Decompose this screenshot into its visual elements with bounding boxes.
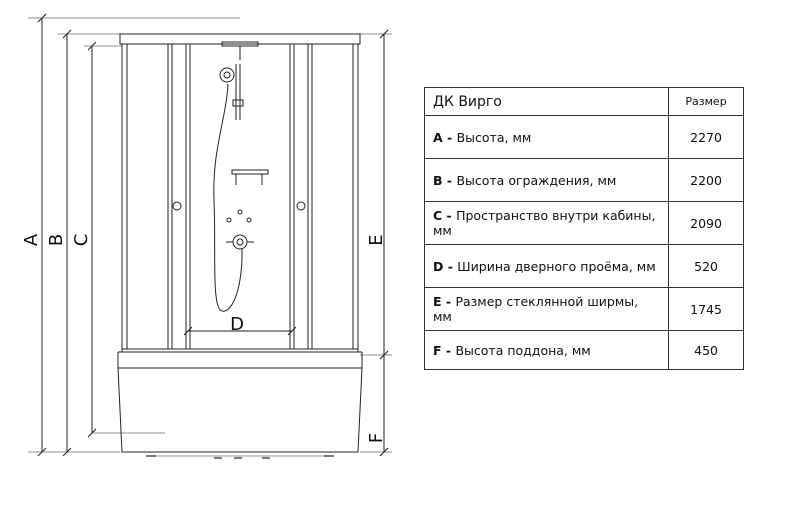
dimension-d-line: [183, 326, 297, 336]
row-separator: -: [442, 172, 457, 188]
table-title: ДК Вирго: [423, 87, 670, 116]
row-label: Высота поддона, мм: [455, 342, 591, 358]
row-code: E: [433, 294, 442, 309]
row-label: Высота, мм: [456, 129, 532, 145]
row-separator: -: [441, 294, 456, 309]
row-separator: -: [442, 208, 457, 223]
row-separator: -: [442, 129, 457, 145]
shower-tray: [117, 352, 363, 457]
table-row: F - Высота поддона, мм 450: [423, 330, 744, 370]
dimension-b-line: [58, 29, 122, 457]
label-e: E: [366, 234, 387, 245]
label-d: D: [230, 314, 244, 335]
tray-feet: [146, 455, 334, 459]
row-value: 1745: [668, 287, 744, 331]
row-label: Размер стеклянной ширмы, мм: [433, 294, 639, 324]
row-value: 520: [668, 244, 744, 288]
table-row: A - Высота, мм 2270: [423, 115, 744, 159]
left-door-handle: [172, 201, 182, 211]
label-b: B: [46, 234, 67, 246]
row-label: Ширина дверного проёма, мм: [457, 258, 656, 274]
row-code: B: [433, 172, 443, 188]
row-code: D: [433, 258, 444, 274]
table-row: B - Высота ограждения, мм 2200: [423, 158, 744, 202]
table-row: D - Ширина дверного проёма, мм 520: [423, 244, 744, 288]
shower-column: [213, 41, 269, 312]
row-separator: -: [443, 258, 458, 274]
dimension-c-line: [84, 41, 165, 438]
dimension-a-line: [28, 13, 240, 457]
dimension-e-line: [360, 29, 392, 360]
label-a: A: [21, 233, 42, 246]
right-door-handle: [296, 201, 306, 211]
cabin-frame: [118, 33, 362, 353]
row-value: 2270: [668, 115, 744, 159]
label-c: C: [71, 234, 92, 247]
table-header-row: ДК Вирго Размер: [423, 87, 744, 116]
label-f: F: [366, 433, 387, 443]
row-separator: -: [441, 342, 456, 358]
row-code: A: [433, 129, 443, 145]
row-code: C: [433, 208, 443, 223]
row-value: 450: [668, 330, 744, 370]
size-column-header: Размер: [668, 87, 744, 116]
dimensions-table: ДК Вирго Размер A - Высота, мм 2270 B - …: [423, 87, 744, 370]
row-value: 2090: [668, 201, 744, 245]
table-row: E - Размер стеклянной ширмы, мм 1745: [423, 287, 744, 331]
row-code: F: [433, 342, 442, 358]
row-label: Пространство внутри кабины, мм: [433, 208, 656, 238]
row-label: Высота ограждения, мм: [456, 172, 617, 188]
row-value: 2200: [668, 158, 744, 202]
table-row: C - Пространство внутри кабины, мм 2090: [423, 201, 744, 245]
dimension-f-line: [360, 355, 392, 457]
